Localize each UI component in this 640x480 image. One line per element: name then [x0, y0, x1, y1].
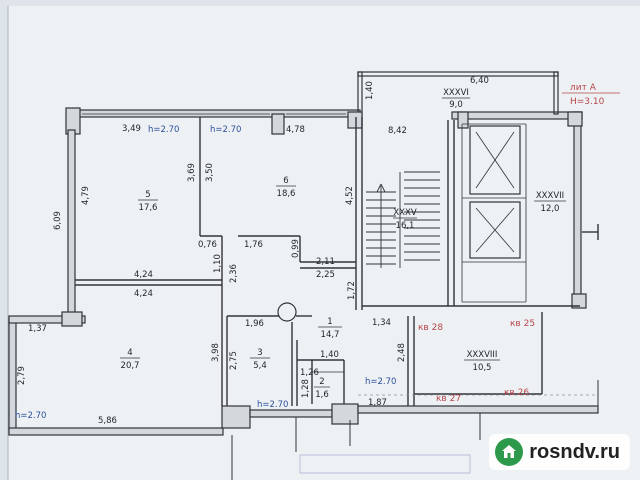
- dim-label: 4,24: [134, 270, 153, 280]
- paper-sheet: [8, 6, 640, 480]
- dim-label: 6,40: [470, 76, 489, 86]
- dim-label: 6,09: [53, 211, 63, 230]
- dim-label: 4,52: [345, 186, 355, 205]
- dim-label: 3,69: [187, 163, 197, 182]
- room-1-number: 1: [327, 317, 332, 327]
- interior-walls: [75, 113, 599, 480]
- height-label-room-4: h=2.70: [15, 411, 46, 421]
- stamp-area: [299, 454, 471, 474]
- dim-label: 2,75: [229, 351, 239, 370]
- unit-label-28: кв 28: [418, 323, 443, 333]
- room-xxxv-number: XXXV: [393, 208, 416, 218]
- house-icon: [495, 438, 524, 466]
- dim-label: 3,50: [205, 163, 215, 182]
- unit-label-26: кв 26: [504, 388, 529, 398]
- room-6-area: 18,6: [277, 189, 296, 199]
- column-circle: [277, 302, 297, 322]
- dim-label: 2,36: [229, 264, 239, 283]
- room-3-number: 3: [257, 348, 262, 358]
- dim-label: 1,96: [245, 319, 264, 329]
- dim-label: 3,49: [122, 124, 141, 134]
- watermark-text: rosndv.ru: [529, 440, 620, 463]
- room-xxxvii-number: XXXVII: [536, 191, 564, 201]
- dim-label: 8,42: [388, 126, 407, 136]
- dim-label: 4,78: [286, 125, 305, 135]
- dimension-labels: 3,49 4,78 6,40 1,40 8,42 6,09 4,79 3,69 …: [17, 76, 489, 426]
- dim-label: 4,24: [134, 289, 153, 299]
- room-2-number: 2: [319, 377, 324, 387]
- ceiling-heights: h=2.70 h=2.70 h=2.70 h=2.70 h=2.70: [15, 125, 396, 421]
- room-xxxviii-area: 10,5: [473, 363, 492, 373]
- staircase: [366, 171, 440, 268]
- dim-label: 0,99: [291, 239, 301, 258]
- room-2-area: 1,6: [315, 390, 329, 400]
- dim-label: 1,87: [368, 398, 387, 408]
- height-label-room-1: h=2.70: [365, 377, 396, 387]
- dim-label: 1,10: [213, 254, 223, 273]
- dim-label: 0,76: [198, 240, 217, 250]
- room-6-number: 6: [283, 176, 288, 186]
- dim-label: 1,40: [320, 350, 339, 360]
- room-labels: 5 17,6 6 18,6 4 20,7 3 5,4 1 14,7 2 1,6 …: [120, 88, 566, 400]
- height-label-room-6: h=2.70: [210, 125, 241, 135]
- room-3-area: 5,4: [253, 361, 267, 371]
- dim-label: 3,98: [211, 343, 221, 362]
- room-xxxviii-number: XXXVIII: [467, 350, 498, 360]
- room-xxxv-area: 16,1: [396, 221, 415, 231]
- dim-label: 1,72: [347, 281, 357, 300]
- dim-label: 1,37: [28, 324, 47, 334]
- dim-label: 1,34: [372, 318, 391, 328]
- room-xxxvi-number: XXXVI: [443, 88, 469, 98]
- room-xxxvi-area: 9,0: [449, 100, 463, 110]
- height-label-room-3: h=2.70: [257, 400, 288, 410]
- unit-label-25: кв 25: [510, 319, 535, 329]
- room-4-number: 4: [127, 348, 132, 358]
- dim-label: 2,79: [17, 366, 27, 385]
- dim-label: 1,40: [365, 81, 375, 100]
- site-watermark: rosndv.ru: [489, 434, 630, 470]
- dim-label: 2,48: [397, 343, 407, 362]
- dim-label: 5,86: [98, 416, 117, 426]
- lit-label: лит А: [570, 83, 597, 93]
- dim-label: 1,76: [244, 240, 263, 250]
- room-xxxvii-area: 12,0: [541, 204, 560, 214]
- dim-label: 2,11: [316, 257, 335, 267]
- height-label-room-5: h=2.70: [148, 125, 179, 135]
- exterior-walls: [8, 71, 599, 436]
- unit-label-27: кв 27: [436, 394, 461, 404]
- dim-label: 2,25: [316, 270, 335, 280]
- dim-label: 4,79: [81, 186, 91, 205]
- room-5-number: 5: [145, 190, 150, 200]
- building-labels: лит А H=3.10 кв 28 кв 25 кв 27 кв 26: [418, 83, 620, 404]
- room-5-area: 17,6: [139, 203, 158, 213]
- room-1-area: 14,7: [321, 330, 340, 340]
- room-4-area: 20,7: [121, 361, 140, 371]
- main-height-label: H=3.10: [570, 97, 605, 107]
- dim-label: 1,28: [301, 379, 311, 398]
- dim-label: 1,26: [300, 368, 319, 378]
